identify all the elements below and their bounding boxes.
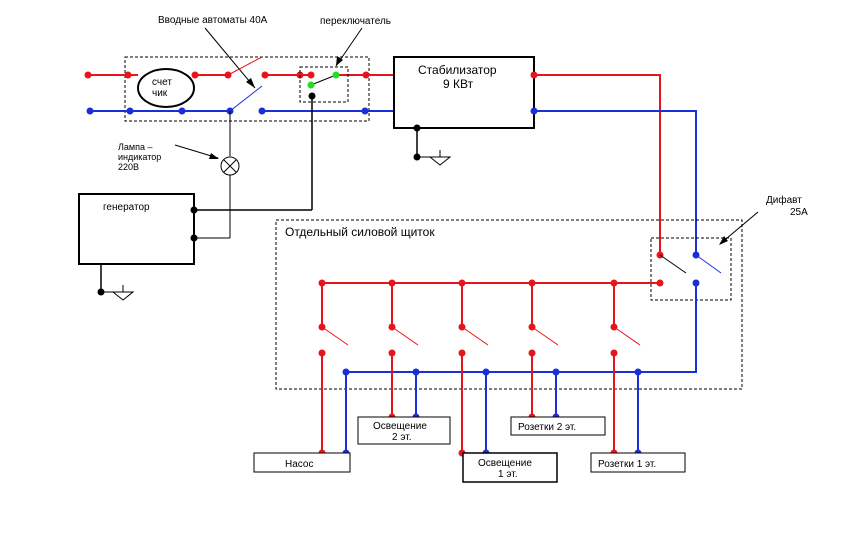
load-light2: Освещение 2 эт. (357, 416, 451, 445)
load-light1: Освещение 1 эт. (462, 452, 558, 483)
phase-dots (84, 71, 370, 79)
lamp-label-1: Лампа – (118, 142, 152, 152)
load-sockets2: Розетки 2 эт. (510, 416, 606, 436)
svg-text:Розетки 1 эт.: Розетки 1 эт. (598, 459, 656, 470)
switch-green-dot-1 (332, 71, 340, 79)
generator-label: генератор (103, 202, 150, 213)
stabilizer-ground-icon (428, 150, 452, 166)
svg-text:Розетки 2 эт.: Розетки 2 эт. (518, 422, 576, 433)
svg-text:Освещение: Освещение (373, 421, 427, 432)
meter-label-1: счет (152, 77, 172, 88)
lamp-label-3: 220В (118, 162, 139, 172)
switch-green-dot-2 (307, 81, 315, 89)
stabilizer-output-phase (530, 71, 661, 255)
breaker-light2 (388, 279, 419, 357)
generator-box (78, 193, 195, 265)
branch-breakers (318, 279, 641, 357)
breaker-light1 (458, 279, 489, 357)
input-block-frame (124, 56, 370, 122)
switch-red-dot (307, 71, 315, 79)
lamp-label-2: индикатор (118, 152, 161, 162)
meter-label-2: чик (152, 88, 168, 99)
rcbo-label-1: Дифавт (766, 194, 802, 206)
neutral-input-line (90, 85, 394, 112)
meter-icon (137, 68, 195, 108)
branch-phase-feeders (321, 353, 615, 453)
stabilizer-label-1: Стабилизатор (418, 63, 497, 77)
load-sockets1: Розетки 1 эт. (590, 452, 686, 473)
switch-pointer-arrow (336, 56, 343, 66)
breaker-pointer (204, 27, 256, 89)
input-breakers-label: Вводные автоматы 40А (158, 15, 268, 26)
rcbo-pointer (719, 211, 759, 245)
rcbo-frame (650, 237, 732, 301)
power-panel-frame (275, 219, 743, 390)
stabilizer-box (393, 56, 535, 129)
breaker-sockets1 (610, 279, 641, 357)
power-panel-label: Отдельный силовой щиток (285, 225, 435, 239)
breaker-pointer-arrow (246, 78, 255, 88)
svg-text:1 эт.: 1 эт. (498, 469, 517, 480)
lamp-icon (220, 156, 240, 176)
phase-input-line (88, 56, 394, 76)
rcbo-label-2: 25А (790, 207, 808, 218)
svg-text:2 эт.: 2 эт. (392, 432, 411, 443)
branch-neutral-feeders (345, 372, 639, 453)
stabilizer-label-2: 9 КВт (443, 77, 474, 91)
svg-text:Насос: Насос (285, 459, 313, 470)
stabilizer-output-neutral (530, 107, 697, 255)
neutral-dots (86, 107, 369, 115)
load-pump: Насос (253, 452, 351, 473)
switch-frame (299, 66, 349, 103)
generator-ground-icon (111, 285, 135, 301)
panel-neutral-bus (346, 283, 697, 373)
svg-text:Освещение: Освещение (478, 458, 532, 469)
switch-label: переключатель (320, 16, 391, 27)
breaker-pump (318, 279, 349, 357)
breaker-sockets2 (528, 279, 559, 357)
switch-contact-blade (310, 74, 337, 86)
